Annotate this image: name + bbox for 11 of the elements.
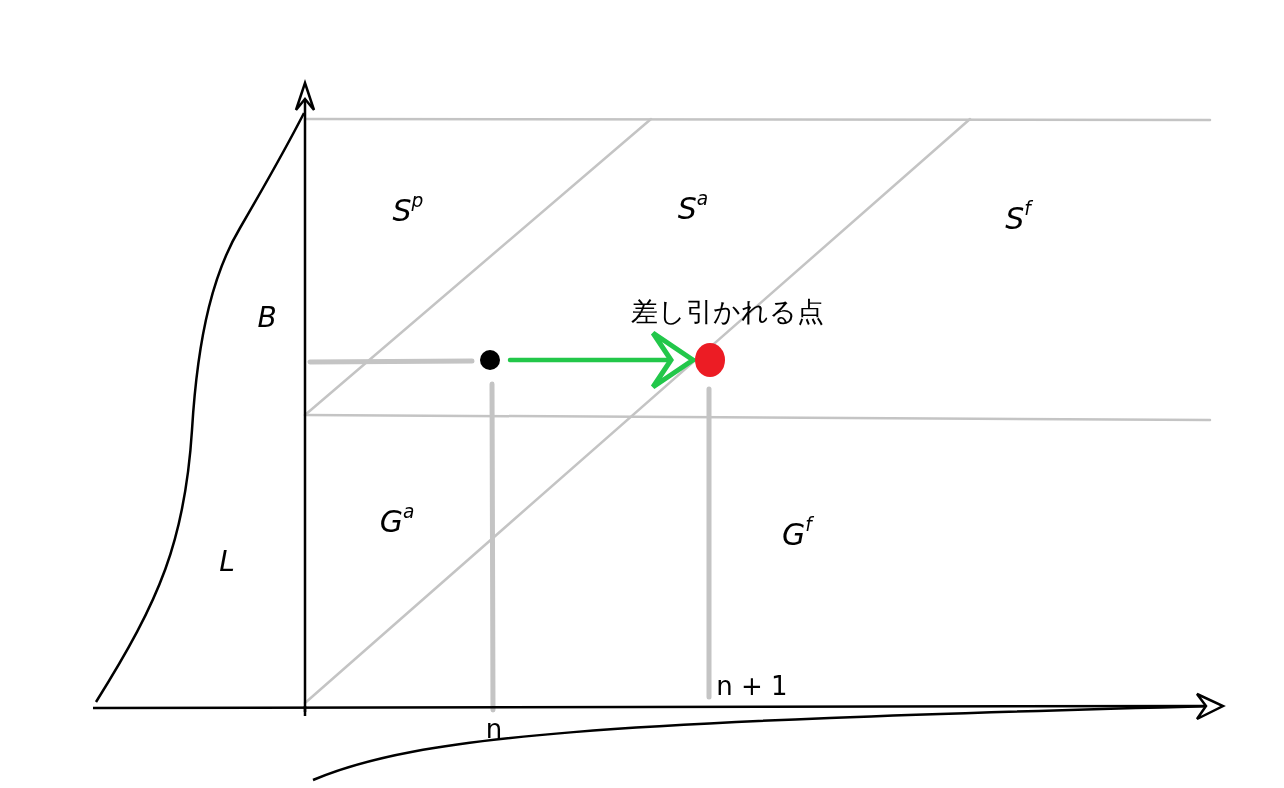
region-label: L (219, 548, 235, 576)
region-label: G$^{a}$ (379, 507, 415, 537)
arrow (507, 330, 696, 390)
axis-label: n + 1 (716, 673, 788, 699)
point-label: 差し引かれる点 (630, 297, 824, 325)
region-label: S$^{a}$ (677, 194, 709, 224)
point-dot (480, 350, 500, 370)
point-dot (695, 343, 725, 377)
region-label: B (257, 304, 277, 332)
region-label: S$^{p}$ (392, 196, 424, 226)
axis-label: n (485, 716, 503, 742)
